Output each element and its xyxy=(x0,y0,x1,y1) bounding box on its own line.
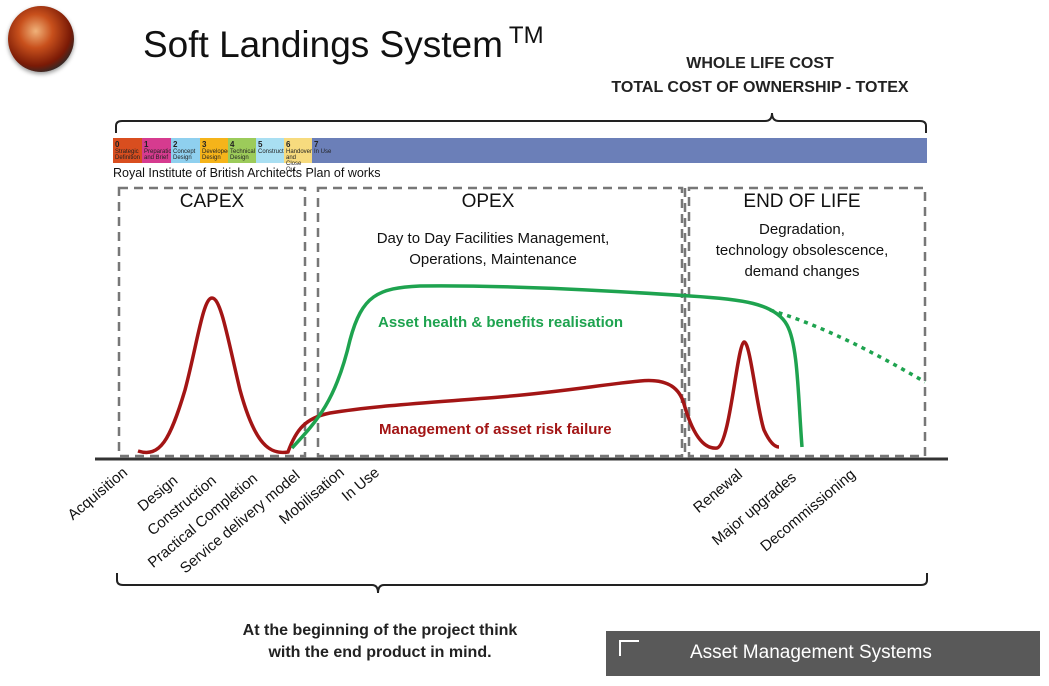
risk-curve xyxy=(137,296,780,455)
risk-label: Management of asset risk failure xyxy=(379,421,612,438)
asset-health-label: Asset health & benefits realisation xyxy=(378,314,624,331)
asset-health-projection xyxy=(769,308,926,384)
whole-life-cost-heading: WHOLE LIFE COST TOTAL COST OF OWNERSHIP … xyxy=(560,52,960,100)
bottom-brace xyxy=(116,573,928,594)
corner-bracket-icon xyxy=(619,640,639,656)
footer-label: Asset Management Systems xyxy=(690,642,932,663)
opex-box xyxy=(316,186,684,458)
opex-title: OPEX xyxy=(461,191,515,212)
capex-box xyxy=(117,186,307,458)
footer-banner: Asset Management Systems xyxy=(606,631,1040,676)
asset-health-curve xyxy=(290,284,804,450)
eol-box xyxy=(687,186,927,458)
trademark: TM xyxy=(508,22,544,49)
riba-caption: Royal Institute of British Architects Pl… xyxy=(113,166,381,180)
top-brace xyxy=(115,112,927,133)
capex-title: CAPEX xyxy=(179,191,245,212)
opex-subtitle: Day to Day Facilities Management, Operat… xyxy=(376,230,610,268)
eol-subtitle: Degradation, technology obsolescence, de… xyxy=(715,221,889,280)
logo xyxy=(8,6,74,72)
bottom-note: At the beginning of the project think wi… xyxy=(242,622,518,661)
eol-title: END OF LIFE xyxy=(743,191,861,212)
whole-life-cost-line-2: TOTAL COST OF OWNERSHIP - TOTEX xyxy=(611,79,909,96)
whole-life-cost-line-1: WHOLE LIFE COST xyxy=(686,55,834,72)
